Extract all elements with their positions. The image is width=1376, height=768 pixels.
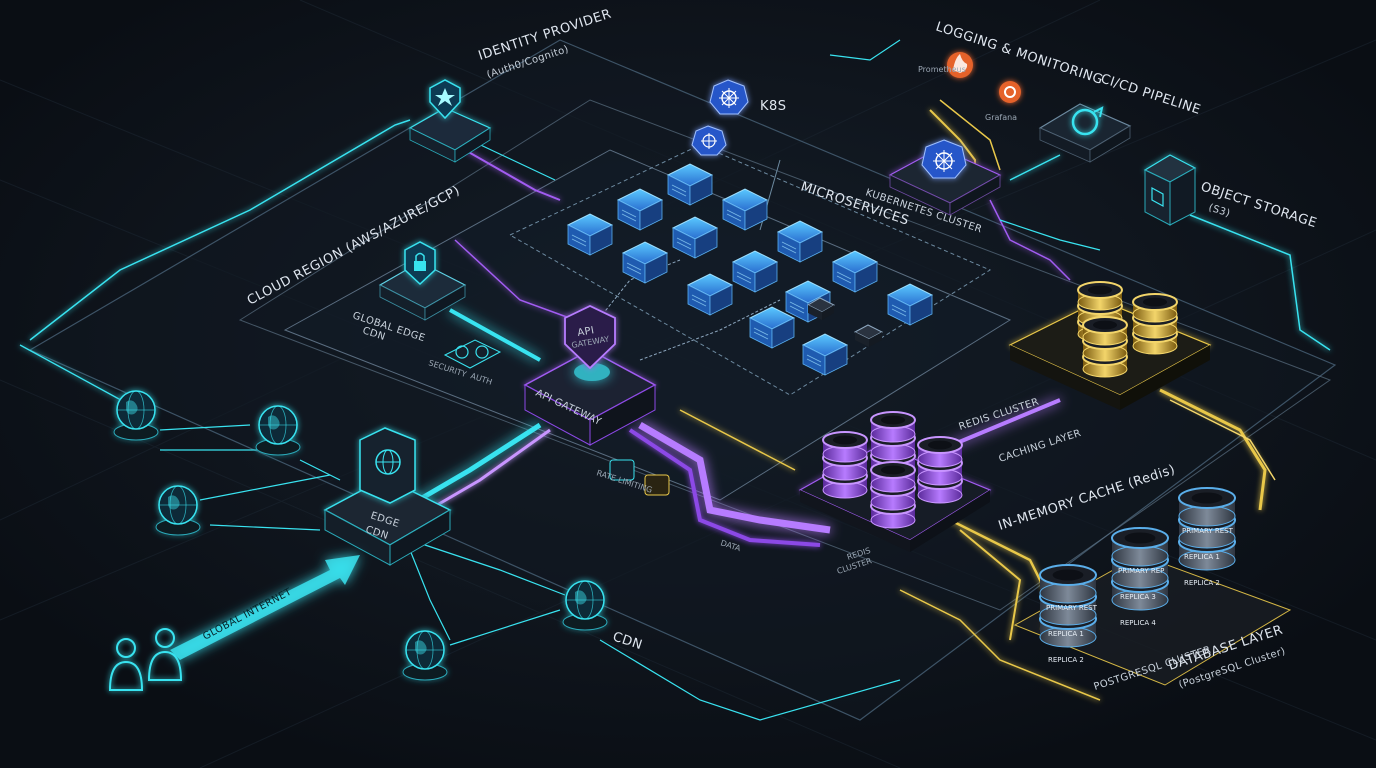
database-label: REPLICA 2 xyxy=(1184,579,1220,587)
prometheus-label: Prometheus xyxy=(918,65,966,74)
microservice-cube[interactable] xyxy=(671,216,719,259)
database-label: REPLICA 1 xyxy=(1184,553,1220,561)
user-icon xyxy=(108,638,144,691)
microservice-cube[interactable] xyxy=(748,306,796,349)
redis-cylinder[interactable] xyxy=(870,461,916,493)
globe-icon[interactable] xyxy=(562,580,608,631)
redis-cylinder[interactable] xyxy=(822,431,868,463)
identity-provider-node[interactable] xyxy=(408,79,492,163)
refresh-arrow-icon xyxy=(1071,106,1104,136)
shield-icon xyxy=(455,345,469,359)
kubernetes-cluster-node[interactable] xyxy=(888,139,1002,216)
grafana-node[interactable]: Grafana xyxy=(985,81,1021,122)
k8s-label: K8S xyxy=(760,99,787,114)
kubernetes-platform xyxy=(283,149,1012,501)
microservice-cubes xyxy=(566,163,934,376)
redis-cylinders xyxy=(822,411,963,529)
microservice-cube[interactable] xyxy=(686,273,734,316)
database-label: REPLICA 4 xyxy=(1120,619,1156,627)
microservice-cube[interactable] xyxy=(776,220,824,263)
lock-shield-icon xyxy=(404,241,436,286)
star-shield-icon xyxy=(429,79,461,120)
database-label: REPLICA 1 xyxy=(1048,630,1084,638)
database-cylinder-icon[interactable] xyxy=(1077,281,1123,311)
database-cylinder-icon[interactable] xyxy=(1132,293,1178,323)
security-auth-tile xyxy=(443,339,502,369)
database-label: PRIMARY REST xyxy=(1182,527,1234,535)
api-gateway-node[interactable] xyxy=(523,305,657,446)
globe-icon xyxy=(375,449,401,475)
microservice-cube[interactable] xyxy=(621,241,669,284)
microservices-zone xyxy=(508,144,992,396)
microservice-cube[interactable] xyxy=(666,163,714,206)
microservice-cube[interactable] xyxy=(616,188,664,231)
global-edge-cdn-node[interactable] xyxy=(378,241,467,321)
database-label: REPLICA 3 xyxy=(1120,593,1156,601)
microservice-cube[interactable] xyxy=(721,188,769,231)
storage-box-icon xyxy=(1151,186,1164,208)
edge-cdn-node[interactable] xyxy=(323,427,452,566)
globe-nodes xyxy=(113,390,608,681)
grafana-gear-icon xyxy=(999,81,1021,103)
kubernetes-wheel-icon xyxy=(921,139,967,179)
globe-icon[interactable] xyxy=(255,405,301,456)
redis-cylinder[interactable] xyxy=(870,411,916,443)
kubernetes-wheel-icon xyxy=(709,79,749,115)
api-gateway-shield xyxy=(564,305,616,370)
redis-cylinder[interactable] xyxy=(917,436,963,468)
api-gateway-shield-label: API xyxy=(577,325,596,339)
globe-icon[interactable] xyxy=(113,390,159,441)
user-icon xyxy=(147,628,183,681)
global-internet-arrow xyxy=(170,555,360,660)
database-label: PRIMARY REP xyxy=(1118,567,1164,575)
object-storage-node[interactable] xyxy=(1143,154,1197,226)
cicd-pipeline-node[interactable] xyxy=(1038,103,1132,163)
database-cylinder-icon[interactable] xyxy=(1039,564,1097,604)
database-label: REPLICA 2 xyxy=(1048,656,1084,664)
microservice-cube[interactable] xyxy=(731,250,779,293)
chip-icon xyxy=(853,324,884,347)
grafana-label: Grafana xyxy=(985,113,1017,122)
users-group xyxy=(108,628,183,691)
chip-icon xyxy=(806,297,836,320)
database-cylinder-icon[interactable] xyxy=(1111,527,1169,567)
k8s-header: K8S xyxy=(691,79,787,156)
microservice-cube[interactable] xyxy=(831,250,879,293)
cloud-region-inner-border xyxy=(238,99,1332,611)
database-cylinder-icon[interactable] xyxy=(1178,487,1236,527)
microservice-cube[interactable] xyxy=(886,283,934,326)
globe-icon[interactable] xyxy=(155,485,201,536)
rate-limiting-tiles xyxy=(609,459,670,496)
auth-icon xyxy=(475,345,489,359)
kubernetes-wheel-icon xyxy=(691,125,727,156)
globe-icon[interactable] xyxy=(402,630,448,681)
microservice-cube[interactable] xyxy=(801,333,849,376)
database-cylinder-icon[interactable] xyxy=(1082,316,1128,346)
prometheus-node[interactable]: Prometheus xyxy=(918,52,973,78)
gold-cylinders xyxy=(1077,281,1178,378)
microservice-cube[interactable] xyxy=(566,213,614,256)
database-label: PRIMARY REST xyxy=(1046,604,1098,612)
database-cylinders: PRIMARY REST REPLICA 1 REPLICA 2 PRIMARY RE… xyxy=(1039,487,1236,664)
